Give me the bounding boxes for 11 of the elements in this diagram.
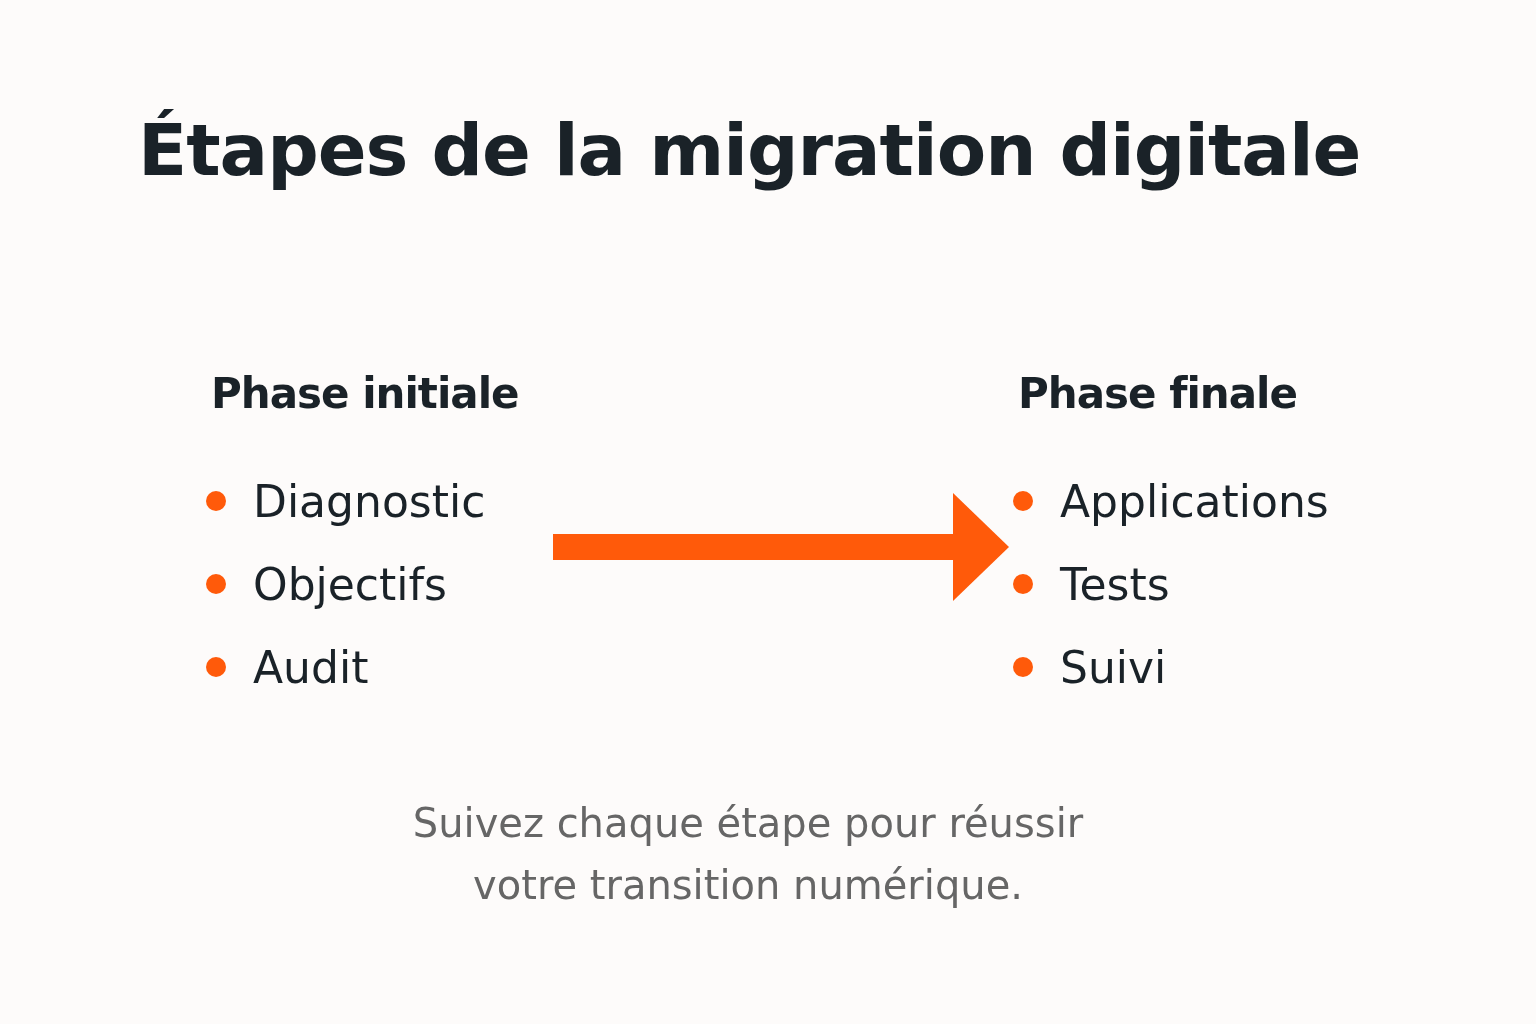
phase-heading: Phase initiale: [211, 369, 519, 418]
item-text: Suivi: [1060, 641, 1167, 693]
caption: Suivez chaque étape pour réussir votre transition numérique.: [411, 799, 1085, 910]
item-text: Applications: [1060, 475, 1329, 527]
item-text: Objectifs: [253, 558, 447, 610]
arrow: [553, 493, 1009, 601]
item-text: Audit: [253, 641, 369, 693]
title: Étapes de la migration digitale: [138, 108, 1361, 192]
phase-heading: Phase finale: [1018, 369, 1297, 418]
item-text: Diagnostic: [253, 475, 486, 527]
item-text: Tests: [1060, 558, 1170, 610]
